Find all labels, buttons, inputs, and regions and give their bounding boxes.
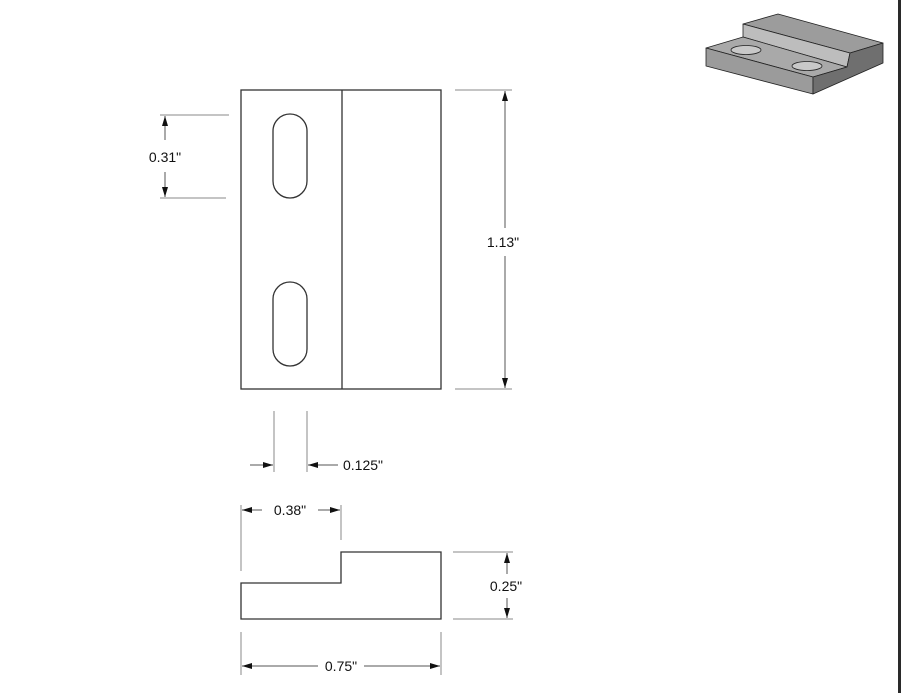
slot-width-label: 0.125" — [343, 457, 383, 473]
overall-length-label: 1.13" — [487, 234, 519, 250]
overall-height-label: 0.25" — [490, 578, 522, 594]
top-view — [240, 89, 442, 390]
overall-width-dimension: 0.75" — [240, 632, 442, 675]
step-width-label: 0.38" — [274, 502, 306, 518]
overall-length-dimension: 1.13" — [455, 89, 519, 390]
overall-width-label: 0.75" — [325, 658, 357, 674]
upper-slot — [272, 113, 308, 199]
lower-slot — [272, 281, 308, 367]
top-view-outline — [240, 89, 442, 390]
step-width-dimension: 0.38" — [240, 502, 342, 571]
slot-width-dimension: 0.125" — [250, 411, 383, 473]
window-edge-bar — [898, 0, 901, 693]
slot-length-dimension: 0.31" — [149, 114, 229, 199]
isometric-view — [705, 13, 884, 95]
slot-length-label: 0.31" — [149, 149, 181, 165]
overall-height-dimension: 0.25" — [453, 551, 522, 620]
side-view-profile — [240, 551, 442, 620]
